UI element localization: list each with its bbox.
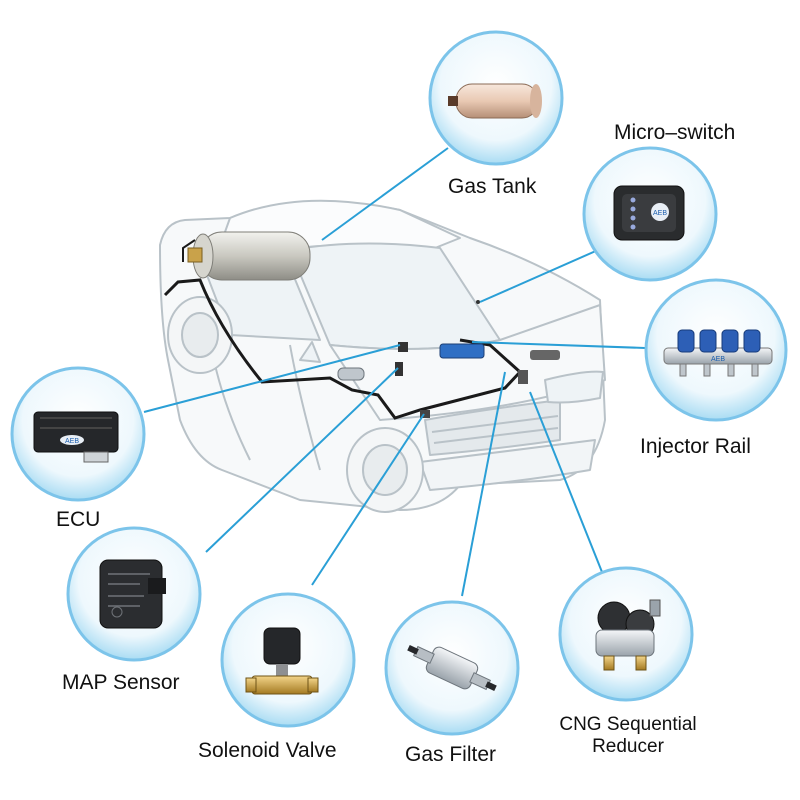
label-cng-reducer-line2: Reducer [592,735,664,757]
gas-filter-icon [407,644,497,692]
gas-tank-icon [448,83,542,119]
label-injector-rail: Injector Rail [640,435,751,458]
ecu-logo: AEB [65,438,79,445]
label-cng-reducer-line1: CNG Sequential [559,714,697,735]
gas-filter-bubble [384,600,520,736]
connector-gas-filter [461,371,506,597]
label-micro-switch: Micro–switch [614,121,736,144]
car-headlight [544,370,604,404]
connector-ecu [143,344,401,413]
car-grille [424,399,561,456]
car-bumper [419,439,596,491]
micro-switch-icon: AEB [613,185,685,241]
connector-micro-switch [479,249,599,303]
micro-switch-logo: AEB [653,210,667,217]
connector-solenoid-valve [311,413,425,586]
label-gas-tank: Gas Tank [448,175,537,198]
label-map-sensor: MAP Sensor [62,671,180,694]
map-sensor-icon [99,559,166,629]
car-mirror [299,341,321,363]
injector-rail-icon: AEB [663,329,773,377]
label-cng-reducer: CNG Sequential Reducer [538,714,718,758]
connector-gas-tank [321,147,449,241]
car-gas-tank [187,231,311,281]
label-ecu: ECU [56,508,101,531]
connector-injector-rail [471,341,646,349]
map-sensor-bubble [66,526,202,662]
wheel-hub [181,312,219,358]
fuel-pipe-branch [182,239,196,262]
injector-rail-logo: AEB [711,356,725,363]
gas-tank-bubble [428,30,564,166]
grille-line [433,427,559,444]
connector-map-sensor [205,367,399,553]
wheel-hub [362,444,408,496]
label-gas-filter: Gas Filter [405,743,497,766]
ecu-bubble: AEB [10,366,146,502]
cng-reducer-bubble [558,566,694,702]
connector-cng-reducer [529,391,603,573]
car-door-line [289,344,321,471]
solenoid-valve-bubble [220,592,356,728]
micro-switch-bubble: AEB [582,146,718,282]
ecu-icon: AEB [33,411,119,463]
cng-reducer-icon [595,599,661,671]
solenoid-valve-icon [245,627,319,695]
label-solenoid-valve: Solenoid Valve [198,739,337,762]
connector-lines [143,147,646,597]
injector-rail-bubble: AEB [644,278,788,422]
engine-parts [337,300,560,418]
